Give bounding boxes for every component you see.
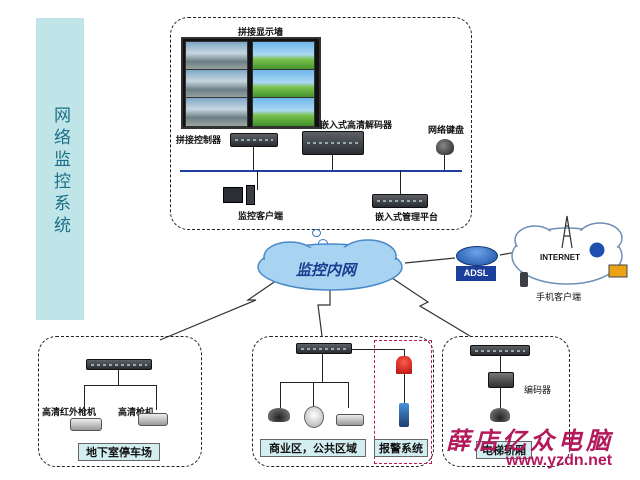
decoder-label: 嵌入式高清解码器 — [320, 120, 393, 130]
connector-line — [253, 147, 254, 170]
commercial-area-label: 商业区，公共区域 — [260, 439, 366, 457]
elevator-area-label: 电梯轿厢 — [476, 441, 532, 459]
video-wall-screen — [252, 41, 315, 71]
bullet-camera-icon — [138, 413, 168, 426]
system-title-panel: 网络监控系统 — [36, 18, 84, 320]
client-label: 监控客户端 — [238, 211, 284, 221]
connector-line — [352, 349, 404, 350]
connector-line — [280, 382, 348, 383]
connector-line — [84, 385, 156, 386]
connector-line — [348, 382, 349, 408]
url-watermark: www.yzdn.net — [506, 452, 613, 469]
parking-switch-device — [86, 359, 152, 370]
connector-line — [313, 382, 314, 406]
elevator-camera-icon — [490, 408, 510, 422]
brand-watermark: 薛店亿众电脑 — [446, 426, 614, 455]
connector-line — [332, 155, 333, 170]
splice-controller-label: 拼接控制器 — [176, 135, 222, 145]
control-room-region — [170, 17, 472, 230]
ir-bullet-camera-icon — [70, 418, 102, 431]
connector-line — [156, 385, 157, 410]
internet-laptop-icon — [608, 264, 628, 278]
mobile-phone-icon — [520, 272, 528, 287]
encoder-label: 编码器 — [524, 385, 552, 395]
connector-line — [500, 386, 501, 408]
parking-region — [38, 336, 202, 467]
platform-label: 嵌入式管理平台 — [375, 212, 439, 222]
alarm-system-label: 报警系统 — [374, 439, 428, 457]
video-wall-screen — [252, 97, 315, 127]
globe-icon — [588, 241, 606, 259]
pc-tower-icon — [246, 185, 255, 205]
commercial-region — [252, 336, 434, 467]
cloud-label: 监控内网 — [296, 261, 357, 279]
video-wall — [181, 37, 321, 129]
parking-area-label: 地下室停车场 — [78, 443, 160, 461]
splice-controller-device — [230, 133, 278, 147]
connector-line — [444, 155, 445, 170]
internet-label: INTERNET — [540, 253, 580, 262]
camera-label: 高清枪机 — [118, 407, 155, 417]
pc-monitor-icon — [223, 187, 243, 203]
video-wall-screen — [252, 69, 315, 99]
connector-line — [257, 170, 258, 190]
network-bus-line — [180, 170, 462, 172]
connector-line — [84, 385, 85, 415]
connector-line — [322, 354, 323, 382]
link-to-elevator — [391, 277, 471, 337]
ir-camera-label: 高清红外枪机 — [42, 407, 97, 417]
decoder-device — [302, 131, 364, 155]
management-platform-device — [372, 194, 428, 208]
thought-bubble — [312, 229, 321, 237]
dome-camera-icon — [268, 408, 290, 422]
encoder-device-icon — [488, 372, 514, 388]
radio-tower-icon — [561, 215, 573, 249]
network-keyboard-icon — [436, 139, 454, 155]
video-wall-screen — [185, 97, 248, 127]
connector-line — [500, 356, 501, 372]
bullet-camera-icon — [336, 414, 364, 426]
connector-line — [404, 349, 405, 405]
video-wall-label: 拼接显示墙 — [238, 27, 284, 37]
system-title: 网络监控系统 — [50, 106, 70, 238]
adsl-label: ADSL — [456, 266, 496, 281]
elevator-region — [442, 336, 570, 467]
link-to-commercial — [317, 286, 331, 337]
link-to-parking — [159, 277, 281, 341]
alarm-siren-icon — [396, 356, 412, 374]
commercial-switch-device — [296, 343, 352, 354]
link-to-adsl — [404, 257, 456, 264]
elevator-switch-device — [470, 345, 530, 356]
video-wall-screen — [185, 41, 248, 71]
mobile-client-label: 手机客户端 — [536, 292, 582, 302]
speed-dome-icon — [304, 406, 324, 428]
alarm-detector-icon — [399, 403, 409, 427]
alarm-region — [374, 340, 432, 464]
connector-line — [400, 170, 401, 195]
connector-line — [280, 382, 281, 408]
adsl-router-icon — [456, 246, 498, 266]
connector-line — [118, 370, 119, 385]
keyboard-label: 网络键盘 — [428, 125, 465, 135]
intranet-cloud — [260, 247, 400, 287]
